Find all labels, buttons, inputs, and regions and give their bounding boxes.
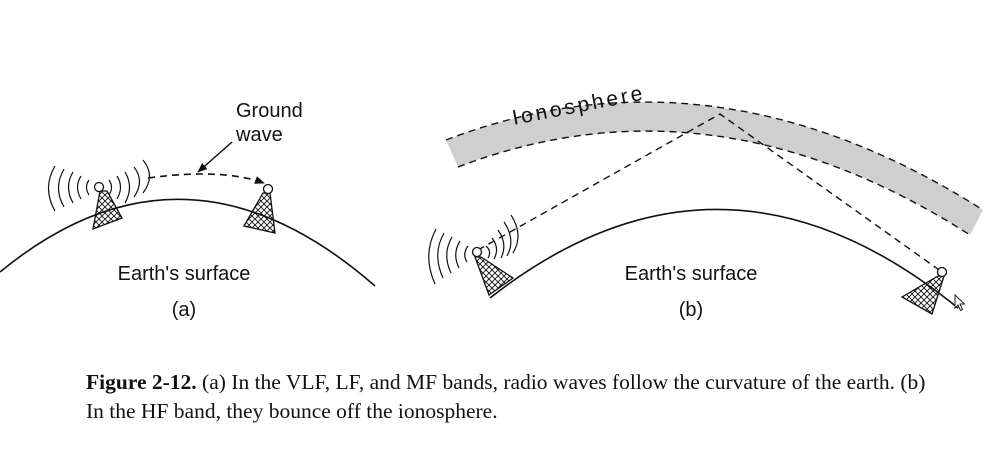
radiation-waves-b bbox=[428, 214, 519, 285]
transmitter-tower-b bbox=[471, 246, 515, 297]
panel-label-a: (a) bbox=[172, 299, 196, 321]
earth-surface-label-a: Earth's surface bbox=[118, 263, 251, 285]
antenna-top-a-left bbox=[93, 181, 105, 193]
ground-wave-label: Ground wave bbox=[235, 100, 308, 146]
ionosphere-upper-edge bbox=[445, 101, 984, 211]
receiver-tower-a bbox=[242, 183, 276, 234]
earth-surface-curve-b bbox=[489, 208, 959, 309]
ground-wave-label-line1: Ground bbox=[236, 100, 303, 122]
transmitter-tower-a bbox=[92, 181, 123, 231]
ground-wave-pointer-arrow bbox=[197, 141, 233, 173]
panel-b: Ionosphere Earth's surface (b) bbox=[428, 81, 984, 321]
figure-number: Figure 2-12. bbox=[86, 370, 197, 394]
earth-surface-curve-a bbox=[0, 198, 376, 287]
ground-wave-path bbox=[147, 173, 265, 184]
ionosphere-lower-edge bbox=[457, 130, 971, 236]
antenna-top-a-right bbox=[262, 183, 274, 195]
caption-text: (a) In the VLF, LF, and MF bands, radio … bbox=[86, 370, 926, 423]
radiation-waves-a bbox=[47, 159, 151, 212]
mouse-pointer-icon bbox=[954, 294, 966, 312]
antenna-top-b-right bbox=[936, 266, 948, 278]
panel-label-b: (b) bbox=[679, 299, 703, 321]
panel-a: Ground wave Earth's surface (a) bbox=[0, 100, 376, 321]
receiver-tower-b bbox=[900, 266, 948, 315]
antenna-top-b-left bbox=[471, 246, 483, 258]
earth-surface-label-b: Earth's surface bbox=[625, 263, 758, 285]
figure-caption: Figure 2-12. (a) In the VLF, LF, and MF … bbox=[86, 368, 926, 426]
ground-wave-label-line2: wave bbox=[235, 124, 283, 146]
sky-wave-path bbox=[477, 113, 943, 273]
